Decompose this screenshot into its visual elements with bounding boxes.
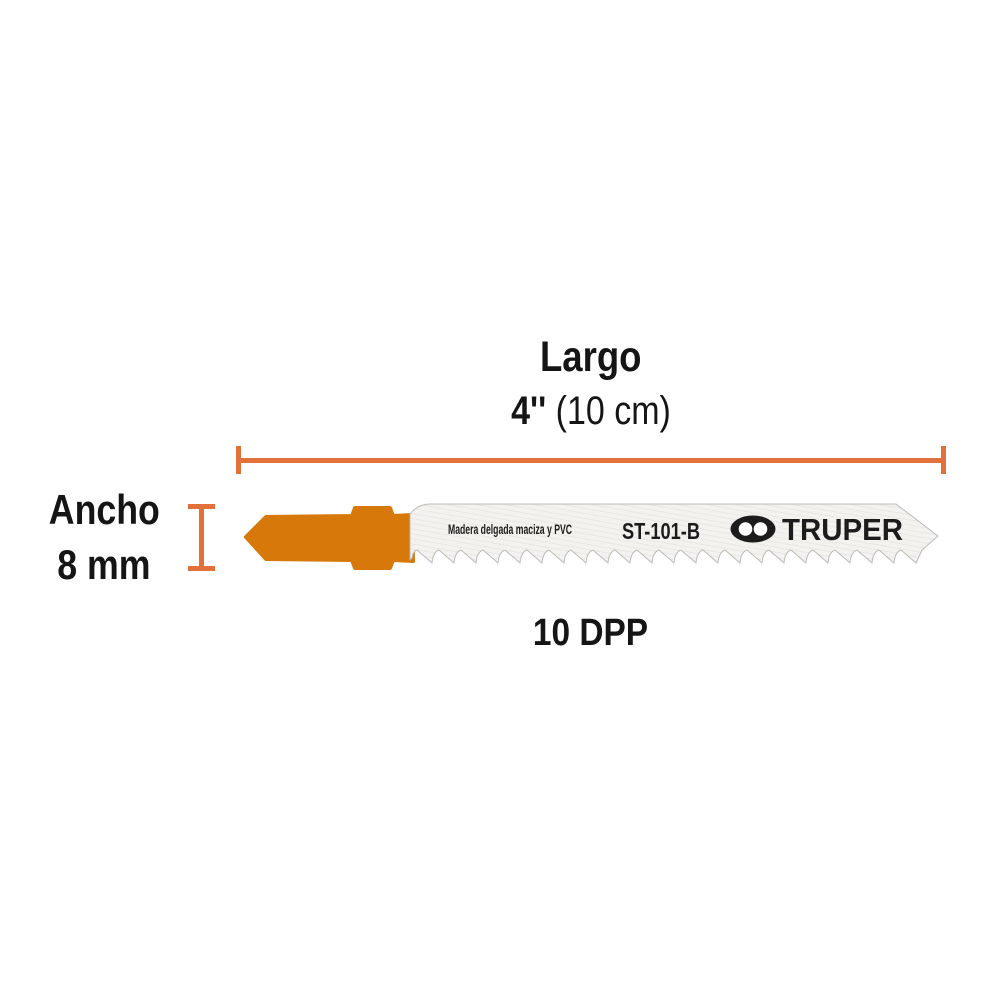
width-value: 8 mm [57,541,151,588]
blade-model-text: ST-101-B [622,518,700,544]
width-label-block: Ancho 8 mm [20,482,188,592]
width-label: Ancho [48,486,160,533]
length-label-block: Largo 4'' (10 cm) [238,329,943,434]
blade-body [409,503,939,564]
blade-material-text: Madera delgada maciza y PVC [448,522,572,537]
length-label: Largo [539,333,642,381]
length-dimension-tick-left [236,446,241,474]
teeth-spec-block: 10 DPP [238,610,943,656]
teeth-per-inch-label: 10 DPP [532,612,649,654]
blade-brand-text: TRUPER [782,512,903,547]
length-value-inches: 4'' [510,389,546,433]
width-dimension-line [199,504,204,571]
length-value: 4'' (10 cm) [238,388,943,434]
length-dimension-line [238,458,943,463]
truper-logo-icon [730,515,776,543]
length-dimension-tick-right [941,446,946,474]
blade-tang [244,506,415,570]
jigsaw-blade-graphic: Madera delgada maciza y PVC ST-101-B TRU… [244,503,939,570]
width-dimension-tick-bottom [188,566,215,571]
length-value-cm: (10 cm) [555,389,671,433]
